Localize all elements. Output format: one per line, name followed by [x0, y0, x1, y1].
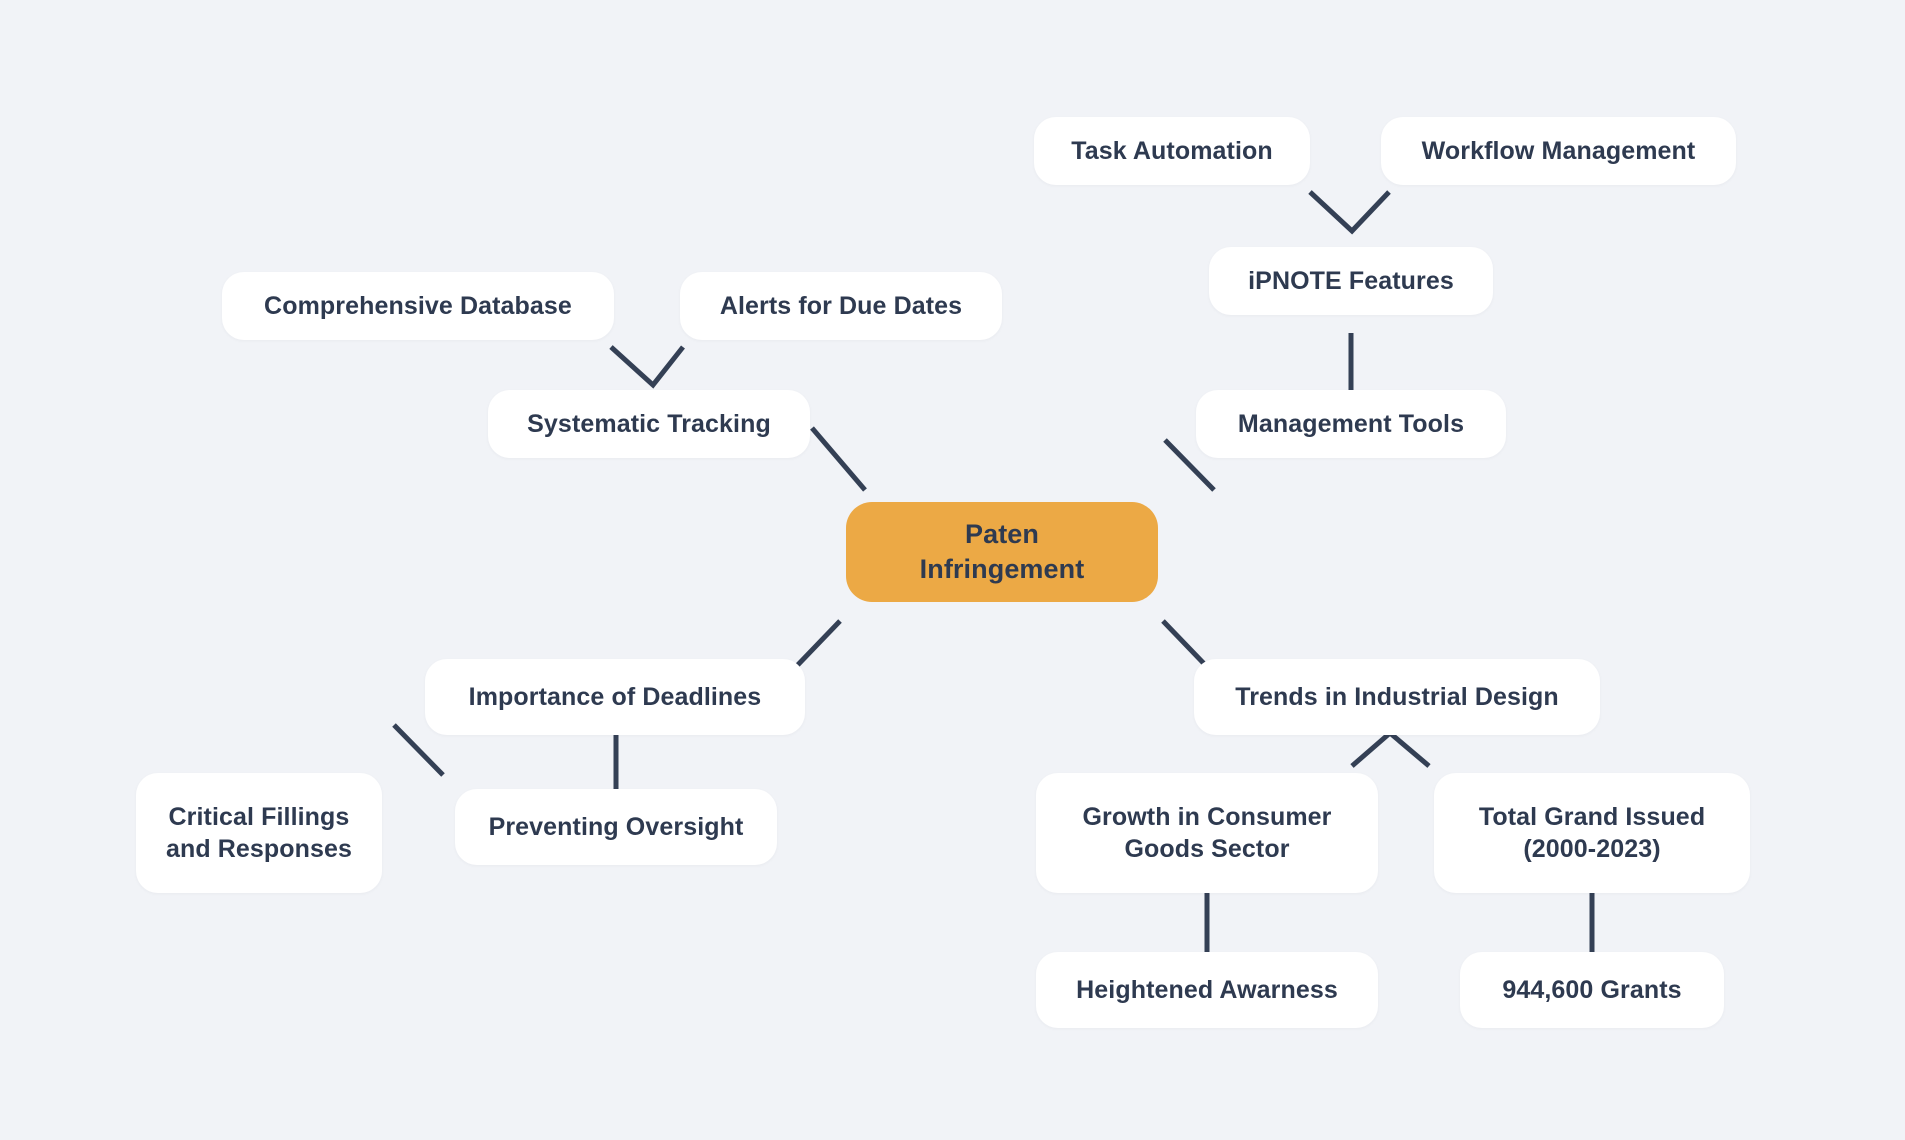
node-systematic-tracking[interactable]: Systematic Tracking	[488, 390, 810, 458]
node-label: Growth in Consumer Goods Sector	[1082, 803, 1332, 863]
node-label: Heightened Awarness	[1076, 976, 1338, 1004]
node-label: Importance of Deadlines	[468, 683, 762, 711]
node-task-automation[interactable]: Task Automation	[1034, 117, 1310, 185]
node-root-paten-infringement[interactable]: Paten Infringement	[846, 502, 1158, 602]
node-total-grand-issued[interactable]: Total Grand Issued (2000-2023)	[1434, 773, 1750, 893]
node-label: Trends in Industrial Design	[1235, 683, 1559, 711]
node-label: 944,600 Grants	[1502, 976, 1682, 1004]
node-importance-of-deadlines[interactable]: Importance of Deadlines	[425, 659, 805, 735]
node-label: Systematic Tracking	[527, 410, 771, 438]
node-label: Paten Infringement	[919, 519, 1085, 584]
node-label: Comprehensive Database	[264, 292, 572, 320]
node-label: Task Automation	[1071, 137, 1273, 165]
node-label: Critical Fillings and Responses	[165, 803, 353, 863]
node-trends-in-industrial-design[interactable]: Trends in Industrial Design	[1194, 659, 1600, 735]
node-growth-in-consumer-goods-sector[interactable]: Growth in Consumer Goods Sector	[1036, 773, 1378, 893]
edge-trends-children	[1350, 729, 1431, 768]
node-heightened-awarness[interactable]: Heightened Awarness	[1036, 952, 1378, 1028]
node-management-tools[interactable]: Management Tools	[1196, 390, 1506, 458]
node-workflow-management[interactable]: Workflow Management	[1381, 117, 1736, 185]
node-preventing-oversight[interactable]: Preventing Oversight	[455, 789, 777, 865]
edge-systematic-tracking-children	[609, 345, 685, 389]
node-label: Management Tools	[1237, 410, 1465, 438]
node-ipnote-features[interactable]: iPNOTE Features	[1209, 247, 1493, 315]
node-alerts-for-due-dates[interactable]: Alerts for Due Dates	[680, 272, 1002, 340]
node-grants-count[interactable]: 944,600 Grants	[1460, 952, 1724, 1028]
node-critical-fillings-and-responses[interactable]: Critical Fillings and Responses	[136, 773, 382, 893]
edge-ipnote-features-children	[1308, 190, 1391, 235]
node-label: Alerts for Due Dates	[719, 292, 963, 320]
node-label: Preventing Oversight	[488, 813, 744, 841]
node-label: Workflow Management	[1421, 137, 1696, 165]
node-comprehensive-database[interactable]: Comprehensive Database	[222, 272, 614, 340]
node-label: Total Grand Issued (2000-2023)	[1478, 803, 1706, 863]
node-label: iPNOTE Features	[1248, 267, 1454, 295]
edge-importance-critical-fillings	[392, 723, 445, 777]
edge-root-systematic-tracking	[810, 426, 867, 492]
